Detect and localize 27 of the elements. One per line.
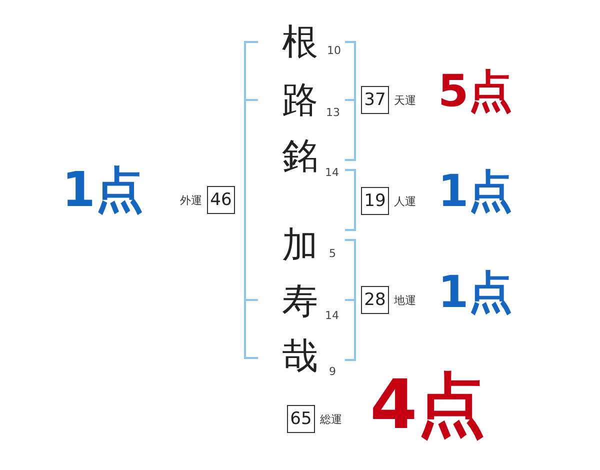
value-box: 19 <box>361 187 389 215</box>
fortune-label: 天運 <box>394 94 416 106</box>
score-text: 4点 <box>370 372 486 440</box>
score-text: 1点 <box>438 170 513 214</box>
value-box: 37 <box>361 86 389 114</box>
name-character: 寿 <box>282 284 318 320</box>
value-box: 28 <box>361 286 389 314</box>
score-text: 1点 <box>438 271 513 315</box>
stroke-count: 5 <box>329 248 336 259</box>
name-character: 加 <box>282 228 318 264</box>
name-character: 哉 <box>282 339 318 375</box>
stroke-count: 10 <box>327 45 341 56</box>
value-box: 46 <box>207 186 235 214</box>
fortune-label: 人運 <box>394 196 416 206</box>
stroke-count: 9 <box>329 366 336 377</box>
fortune-label: 外運 <box>180 194 202 206</box>
fortune-label: 総運 <box>320 414 342 424</box>
name-character: 根 <box>282 25 318 61</box>
fortune-label: 地運 <box>394 294 416 306</box>
name-character: 路 <box>282 83 318 119</box>
stroke-count: 13 <box>326 107 340 118</box>
stroke-count: 14 <box>325 167 339 178</box>
name-character: 銘 <box>282 139 318 175</box>
stroke-count: 14 <box>325 310 339 321</box>
score-text: 5点 <box>438 70 513 114</box>
value-box: 65 <box>287 405 315 433</box>
score-text: 1点 <box>62 166 144 214</box>
